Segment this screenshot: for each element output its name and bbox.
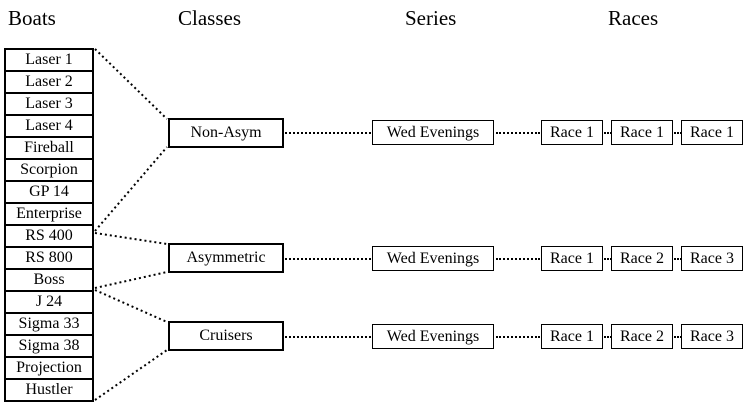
connector-series-race-row2 <box>496 258 540 260</box>
connector-boats-asymmetric-bottom <box>94 271 168 289</box>
boat-item[interactable]: Fireball <box>6 138 92 160</box>
connector-race1-race2-row2 <box>604 258 612 260</box>
boat-item[interactable]: Laser 1 <box>6 50 92 72</box>
column-heading-series: Series <box>405 6 457 30</box>
connector-boats-nonasym-bottom <box>94 146 168 232</box>
series-box-row2[interactable]: Wed Evenings <box>372 246 494 271</box>
boats-list: Laser 1 Laser 2 Laser 3 Laser 4 Fireball… <box>4 48 94 402</box>
race-box-row2-1[interactable]: Race 1 <box>541 246 603 271</box>
race-box-row3-3[interactable]: Race 3 <box>681 324 743 349</box>
boat-item[interactable]: Laser 4 <box>6 116 92 138</box>
race-box-row3-2[interactable]: Race 2 <box>611 324 673 349</box>
boat-item[interactable]: Enterprise <box>6 204 92 226</box>
race-box-row3-1[interactable]: Race 1 <box>541 324 603 349</box>
connector-series-race-row3 <box>496 336 540 338</box>
column-heading-boats: Boats <box>8 6 56 30</box>
race-box-row1-3[interactable]: Race 1 <box>681 120 743 145</box>
boat-item[interactable]: Scorpion <box>6 160 92 182</box>
boat-item[interactable]: Laser 3 <box>6 94 92 116</box>
connector-boats-nonasym-top <box>94 48 168 120</box>
boat-item[interactable]: Hustler <box>6 380 92 402</box>
connector-class-series-row2 <box>285 258 371 260</box>
boat-item[interactable]: Boss <box>6 270 92 292</box>
boat-item[interactable]: Sigma 33 <box>6 314 92 336</box>
connector-boats-cruisers-bottom <box>94 349 168 401</box>
boat-item[interactable]: Laser 2 <box>6 72 92 94</box>
series-box-row3[interactable]: Wed Evenings <box>372 324 494 349</box>
boat-item[interactable]: RS 400 <box>6 226 92 248</box>
connector-race1-race2-row1 <box>604 132 612 134</box>
race-box-row2-3[interactable]: Race 3 <box>681 246 743 271</box>
connector-boats-cruisers-top <box>94 289 168 323</box>
connector-class-series-row1 <box>285 132 371 134</box>
race-box-row1-2[interactable]: Race 1 <box>611 120 673 145</box>
boat-item[interactable]: Sigma 38 <box>6 336 92 358</box>
column-heading-classes: Classes <box>178 6 241 30</box>
series-box-row1[interactable]: Wed Evenings <box>372 120 494 145</box>
race-box-row1-1[interactable]: Race 1 <box>541 120 603 145</box>
connector-race2-race3-row3 <box>674 336 682 338</box>
boat-item[interactable]: Projection <box>6 358 92 380</box>
connector-boats-asymmetric-top <box>94 232 168 245</box>
connector-race1-race2-row3 <box>604 336 612 338</box>
race-box-row2-2[interactable]: Race 2 <box>611 246 673 271</box>
connector-race2-race3-row2 <box>674 258 682 260</box>
connector-race2-race3-row1 <box>674 132 682 134</box>
class-box-asymmetric[interactable]: Asymmetric <box>168 243 284 273</box>
connector-series-race-row1 <box>496 132 540 134</box>
class-box-non-asym[interactable]: Non-Asym <box>168 118 284 148</box>
boat-item[interactable]: J 24 <box>6 292 92 314</box>
connector-class-series-row3 <box>285 336 371 338</box>
boat-item[interactable]: GP 14 <box>6 182 92 204</box>
class-box-cruisers[interactable]: Cruisers <box>168 321 284 351</box>
boat-item[interactable]: RS 800 <box>6 248 92 270</box>
column-heading-races: Races <box>608 6 659 30</box>
